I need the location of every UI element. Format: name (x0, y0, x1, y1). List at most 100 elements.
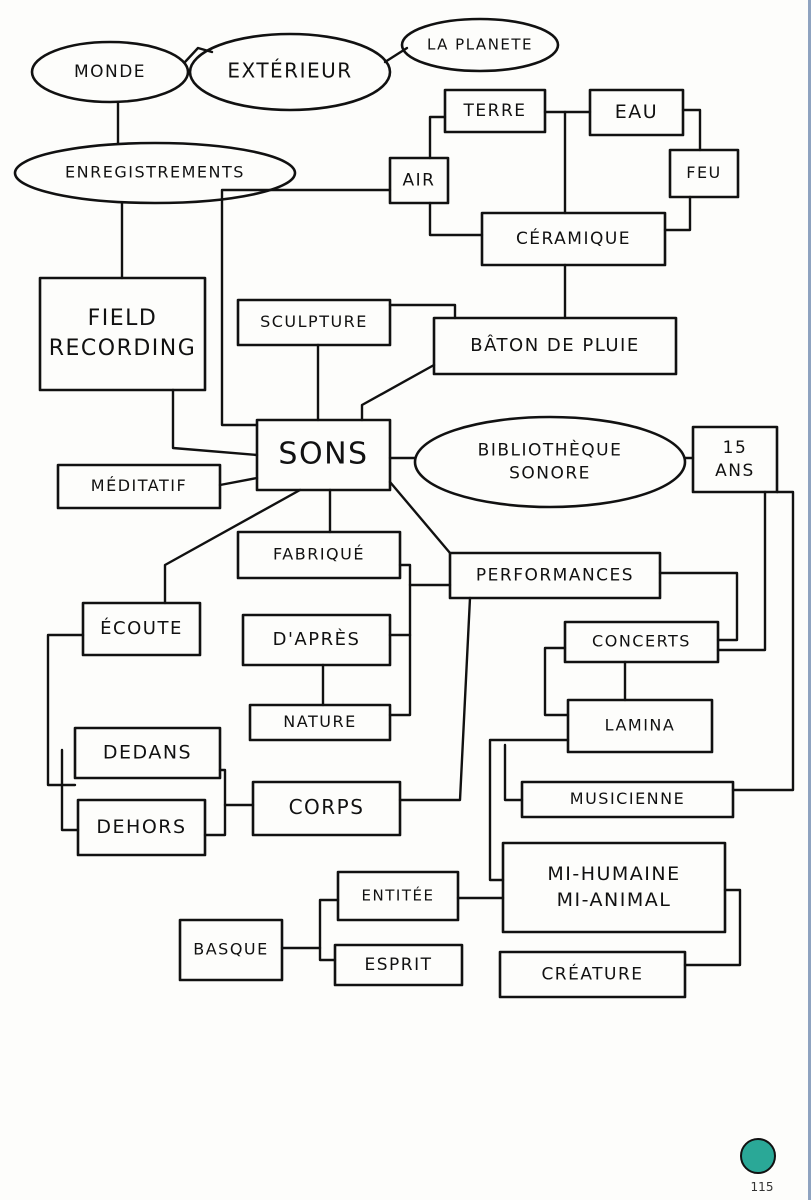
node-ellipse (13, 141, 297, 205)
node-ellipse (188, 32, 392, 112)
node-label: 15 (723, 438, 748, 458)
node-ceramique: CÉRAMIQUE (480, 211, 667, 267)
node-label: D'APRÈS (273, 628, 361, 650)
node-label: DEDANS (103, 742, 192, 764)
connector-line (388, 303, 457, 320)
node-box (588, 88, 685, 137)
connector-line (428, 201, 484, 237)
node-label: EAU (615, 101, 658, 123)
node-label: PERFORMANCES (476, 566, 634, 586)
node-baton: BÂTON DE PLUIE (432, 316, 678, 376)
node-label: SONORE (509, 463, 591, 483)
page-edge (808, 0, 811, 1200)
connector-line (681, 108, 702, 152)
node-box (563, 620, 720, 664)
connector-line (203, 768, 227, 837)
node-ellipse (413, 415, 687, 509)
node-label: DEHORS (96, 816, 186, 838)
node-box (81, 601, 202, 657)
node-box (480, 211, 667, 267)
node-ellipse (400, 17, 560, 73)
page-number: 115 (750, 1180, 774, 1194)
connector-line (663, 195, 692, 232)
node-air: AIR (388, 156, 450, 205)
node-label: LAMINA (605, 716, 676, 735)
node-feu: FEU (668, 148, 740, 199)
connector-line (163, 488, 302, 605)
node-label: CÉRAMIQUE (516, 227, 631, 249)
node-label: CORPS (289, 795, 365, 819)
node-mihumaine: MI-HUMAINE MI-ANIMAL (501, 841, 727, 934)
node-label: ENREGISTREMENTS (65, 163, 245, 182)
node-musicienne: MUSICIENNE (520, 780, 735, 819)
node-label: EXTÉRIEUR (227, 59, 352, 83)
node-lamina: LAMINA (566, 698, 714, 754)
node-box (501, 841, 727, 934)
node-ecoute: ÉCOUTE (81, 601, 202, 657)
node-terre: TERRE (443, 88, 547, 134)
node-label: MI-HUMAINE (547, 863, 680, 885)
node-label: ANS (715, 461, 755, 481)
connector-line (683, 888, 742, 967)
node-box (668, 148, 740, 199)
node-corps: CORPS (251, 780, 402, 837)
node-dedans: DEDANS (73, 726, 222, 780)
node-label: MONDE (74, 62, 146, 82)
connector-line (171, 388, 259, 457)
node-box (76, 798, 207, 857)
page-badge-icon (740, 1138, 776, 1174)
node-concerts: CONCERTS (563, 620, 720, 664)
node-label: SONS (278, 437, 368, 472)
connector-line (318, 898, 340, 962)
node-label: CRÉATURE (541, 963, 643, 985)
node-box (236, 530, 402, 580)
node-ellipse (30, 40, 190, 104)
node-box (241, 613, 392, 667)
connector-line (46, 633, 85, 787)
node-label: SCULPTURE (260, 312, 368, 331)
node-label: MUSICIENNE (570, 789, 685, 808)
node-box (38, 276, 207, 392)
node-nature: NATURE (248, 703, 392, 742)
node-sculpture: SCULPTURE (236, 298, 392, 347)
connector-line (503, 743, 524, 802)
node-monde: MONDE (30, 40, 190, 104)
node-box (248, 703, 392, 742)
node-eau: EAU (588, 88, 685, 137)
node-label: FEU (686, 163, 722, 182)
node-label: ÉCOUTE (100, 617, 183, 639)
node-label: BÂTON DE PLUIE (470, 334, 639, 356)
node-box (251, 780, 402, 837)
node-box (255, 418, 392, 492)
node-label: BIBLIOTHÈQUE (478, 439, 623, 461)
connector-line (218, 476, 259, 487)
node-label: ESPRIT (365, 955, 433, 975)
node-box (236, 298, 392, 347)
node-fabrique: FABRIQUÉ (236, 530, 402, 580)
node-dehors: DEHORS (76, 798, 207, 857)
node-label: RECORDING (49, 336, 197, 361)
connector-line (388, 563, 412, 717)
node-box (448, 551, 662, 600)
node-box (520, 780, 735, 819)
node-box (333, 943, 464, 987)
node-creature: CRÉATURE (498, 950, 687, 999)
connector-line (731, 490, 795, 792)
node-box (432, 316, 678, 376)
node-exterieur: EXTÉRIEUR (188, 32, 392, 112)
connector-line (428, 115, 447, 160)
node-box (498, 950, 687, 999)
node-box (56, 463, 222, 510)
node-label: TERRE (463, 101, 527, 121)
node-planete: LA PLANETE (400, 17, 560, 73)
node-label: CONCERTS (592, 632, 691, 651)
node-box (443, 88, 547, 134)
connector-line (60, 748, 80, 832)
node-label: MI-ANIMAL (557, 889, 672, 911)
node-label: AIR (403, 171, 436, 191)
